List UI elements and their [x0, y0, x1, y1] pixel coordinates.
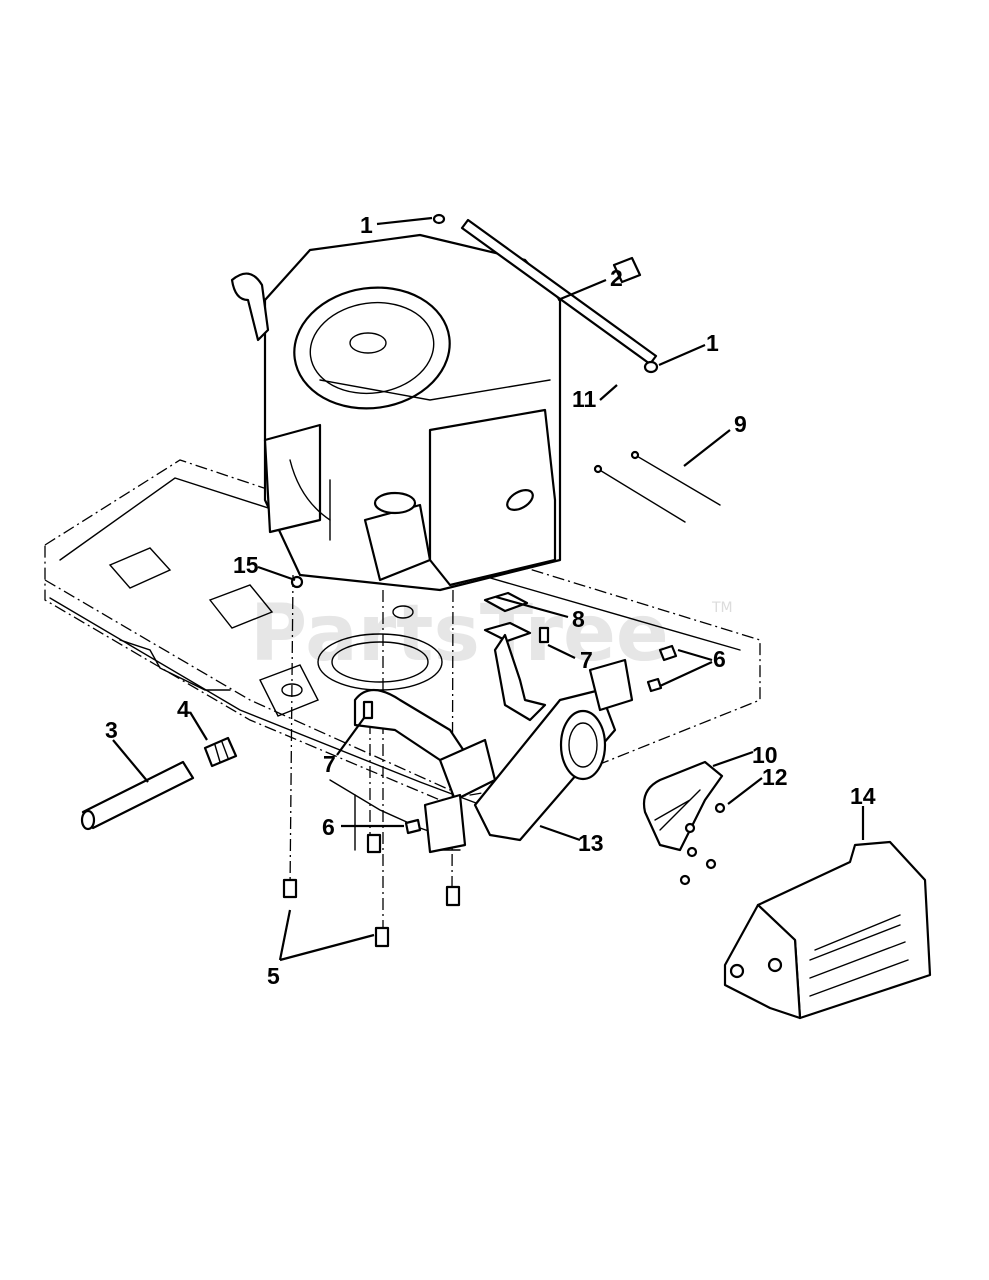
- callout-6-right: 6: [713, 646, 726, 672]
- leader-lines: [112, 216, 865, 962]
- part-13-muffler: [353, 633, 634, 854]
- callout-5: 5: [267, 963, 280, 989]
- callout-11: 11: [572, 386, 597, 412]
- bolts: [282, 575, 678, 948]
- part-2-rod: [432, 213, 659, 374]
- callout-15: 15: [233, 552, 259, 578]
- part-4-fitting: [203, 736, 238, 768]
- callout-12: 12: [762, 764, 788, 790]
- callout-4: 4: [177, 696, 190, 722]
- watermark-text: PartsTree: [250, 589, 669, 679]
- part-12-screws: [679, 802, 726, 886]
- callout-7-right: 7: [580, 647, 593, 673]
- callout-labels: 1 2 1 11 9 15 8 7 6 4 3 7 6 13 10 12 14 …: [105, 212, 876, 989]
- part-8-gaskets: [483, 591, 532, 643]
- part-14-heat-shield: [723, 840, 932, 1020]
- callout-9: 9: [734, 411, 747, 437]
- part-9-cables: [593, 450, 721, 523]
- callout-1-top: 1: [360, 212, 373, 238]
- part-3-tube: [80, 760, 195, 831]
- callout-2: 2: [610, 265, 623, 291]
- watermark-trademark: TM: [711, 600, 733, 616]
- partstree-watermark: PartsTree TM: [250, 589, 733, 679]
- callout-14: 14: [850, 783, 876, 809]
- callout-3: 3: [105, 717, 118, 743]
- callout-7-left: 7: [323, 751, 336, 777]
- callout-8: 8: [572, 606, 585, 632]
- engine-assembly: [230, 233, 562, 592]
- callout-1-right: 1: [706, 330, 719, 356]
- callout-10: 10: [752, 742, 778, 768]
- part-10-shield: [642, 760, 724, 852]
- callout-6-left: 6: [322, 814, 335, 840]
- callout-13: 13: [578, 830, 604, 856]
